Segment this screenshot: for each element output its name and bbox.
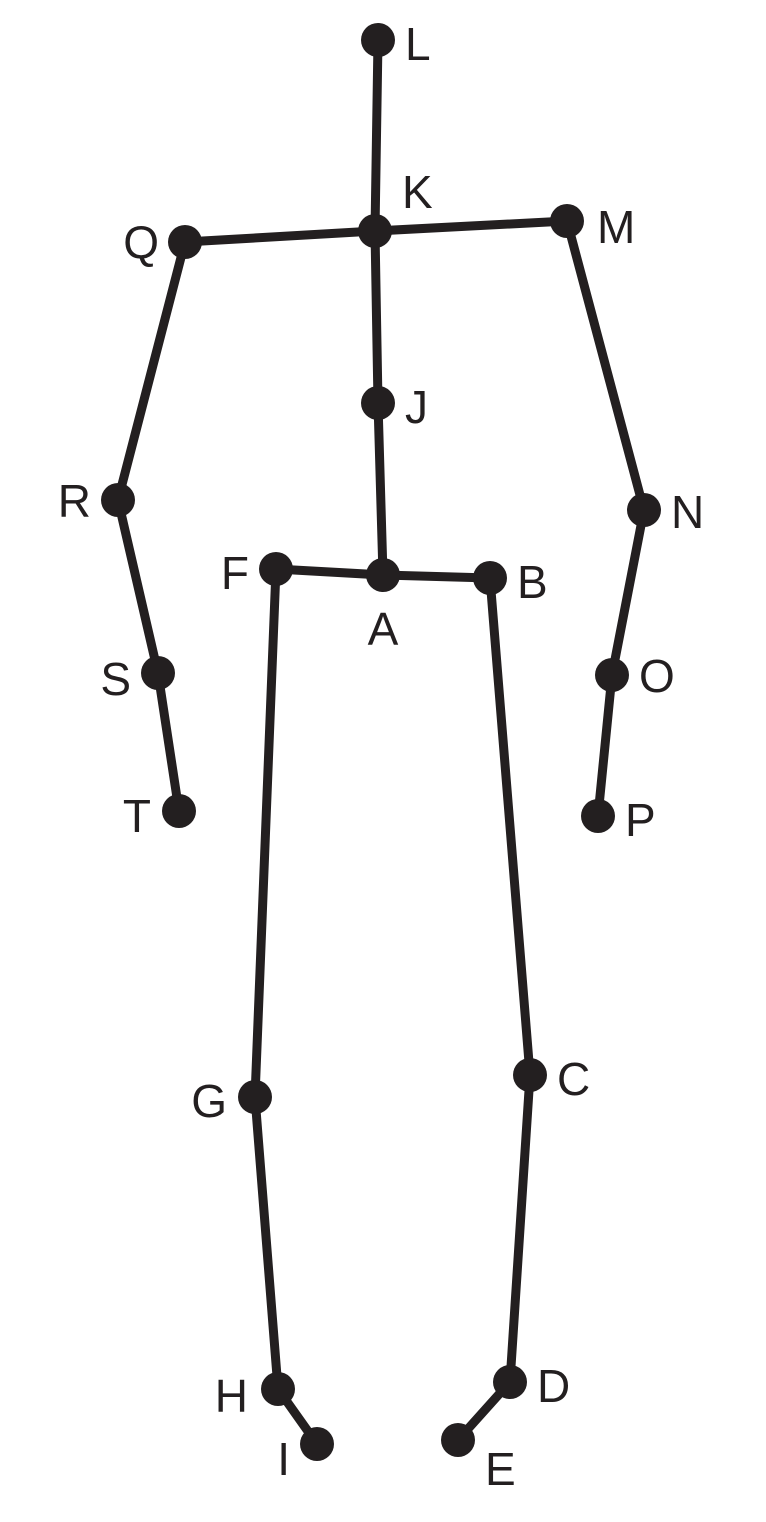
joint-label-q: Q: [123, 216, 159, 268]
joint-d: [493, 1365, 527, 1399]
joint-label-f: F: [221, 547, 249, 599]
joint-g: [238, 1080, 272, 1114]
joint-label-l: L: [405, 18, 431, 70]
joint-label-d: D: [537, 1360, 570, 1412]
bone-s-t: [153, 668, 184, 816]
bone-j-a: [373, 398, 388, 580]
joint-label-o: O: [639, 650, 675, 702]
joints-layer: [101, 23, 661, 1461]
joint-label-a: A: [368, 603, 399, 655]
joint-label-j: J: [405, 381, 428, 433]
joint-i: [300, 1427, 334, 1461]
joint-label-e: E: [485, 1443, 516, 1495]
joint-label-t: T: [123, 790, 151, 842]
joint-label-b: B: [517, 556, 548, 608]
joint-label-s: S: [100, 653, 131, 705]
joint-s: [141, 656, 175, 690]
bone-k-m: [370, 216, 572, 236]
joint-label-i: I: [277, 1433, 290, 1485]
bone-k-j: [370, 226, 383, 408]
bone-c-d: [505, 1070, 535, 1387]
bone-b-c: [485, 573, 535, 1080]
joint-label-g: G: [191, 1075, 227, 1127]
joint-label-r: R: [58, 475, 91, 527]
bone-k-q: [180, 226, 380, 247]
joint-l: [361, 23, 395, 57]
joint-n: [627, 493, 661, 527]
joint-q: [168, 225, 202, 259]
bone-l-k: [370, 35, 383, 236]
labels-layer: A B C DE F G HI J K L M N O P Q R S T: [58, 18, 704, 1495]
joint-p: [581, 799, 615, 833]
bone-m-n: [562, 216, 649, 515]
joint-k: [358, 214, 392, 248]
joint-label-h: H: [215, 1370, 248, 1422]
joint-m: [550, 204, 584, 238]
bones-layer: [113, 35, 649, 1449]
joint-label-c: C: [557, 1053, 590, 1105]
joint-f: [259, 552, 293, 586]
bone-q-r: [113, 237, 190, 505]
joint-label-n: N: [671, 486, 704, 538]
joint-label-m: M: [597, 201, 635, 253]
joint-b: [473, 561, 507, 595]
bone-a-b: [378, 570, 495, 583]
joint-h: [261, 1372, 295, 1406]
bone-r-s: [113, 495, 163, 678]
joint-label-p: P: [625, 794, 656, 846]
joint-t: [162, 794, 196, 828]
bone-o-p: [593, 670, 617, 821]
joint-e: [441, 1423, 475, 1457]
bone-f-g: [250, 564, 281, 1102]
bone-n-o: [607, 505, 649, 680]
joint-r: [101, 483, 135, 517]
joint-a: [366, 558, 400, 592]
bone-g-h: [250, 1092, 283, 1394]
joint-c: [513, 1058, 547, 1092]
bone-a-f: [271, 564, 388, 580]
joint-o: [595, 658, 629, 692]
joint-label-k: K: [402, 166, 433, 218]
joint-j: [361, 386, 395, 420]
